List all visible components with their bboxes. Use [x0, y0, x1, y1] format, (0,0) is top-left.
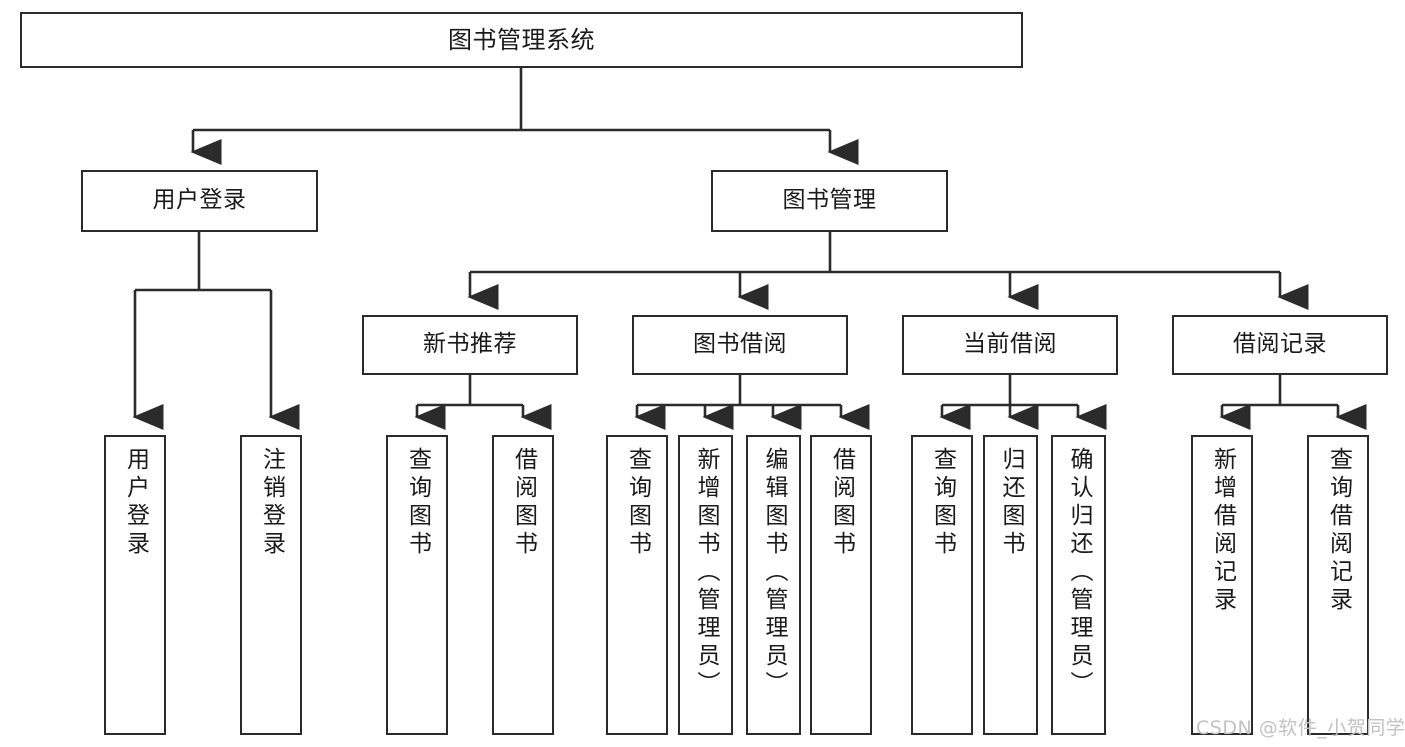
node-book-borrow[interactable]: 图书借阅	[632, 315, 848, 375]
node-label: 图书管理系统	[448, 25, 595, 54]
node-label: 借阅图书	[828, 447, 855, 559]
leaf-query-book-recommend[interactable]: 查询图书	[386, 435, 448, 735]
leaf-borrow-book-recommend[interactable]: 借阅图书	[492, 435, 554, 735]
node-label: 确认归还（管理员）	[1066, 447, 1092, 699]
node-label: 新增借阅记录	[1209, 447, 1236, 615]
node-label: 编辑图书（管理员）	[761, 447, 787, 699]
node-label: 借阅记录	[1233, 331, 1327, 358]
leaf-confirm-return-admin[interactable]: 确认归还（管理员）	[1051, 435, 1106, 735]
leaf-return-book[interactable]: 归还图书	[983, 435, 1038, 735]
node-label: 新书推荐	[423, 331, 517, 358]
node-label: 归还图书	[998, 447, 1024, 559]
node-label: 查询借阅记录	[1325, 447, 1352, 615]
node-label: 图书管理	[782, 187, 877, 214]
node-current-borrow[interactable]: 当前借阅	[902, 315, 1118, 375]
leaf-logout-login[interactable]: 注销登录	[240, 435, 302, 735]
node-user-login[interactable]: 用户登录	[81, 170, 318, 232]
leaf-query-borrow-record[interactable]: 查询借阅记录	[1307, 435, 1369, 735]
leaf-add-book-admin[interactable]: 新增图书（管理员）	[678, 435, 733, 735]
leaf-add-borrow-record[interactable]: 新增借阅记录	[1191, 435, 1253, 735]
node-label: 借阅图书	[510, 447, 537, 559]
node-root-system[interactable]: 图书管理系统	[20, 12, 1023, 68]
node-label: 注销登录	[258, 447, 285, 559]
node-label: 查询图书	[624, 447, 651, 559]
node-label: 当前借阅	[963, 331, 1057, 358]
node-label: 用户登录	[152, 187, 247, 214]
leaf-edit-book-admin[interactable]: 编辑图书（管理员）	[746, 435, 801, 735]
leaf-query-book-current[interactable]: 查询图书	[911, 435, 973, 735]
node-new-book-recommend[interactable]: 新书推荐	[362, 315, 578, 375]
leaf-query-book-borrow[interactable]: 查询图书	[606, 435, 668, 735]
leaf-user-login[interactable]: 用户登录	[104, 435, 166, 735]
node-label: 用户登录	[122, 447, 149, 559]
node-label: 查询图书	[929, 447, 956, 559]
node-book-management[interactable]: 图书管理	[711, 170, 948, 232]
leaf-borrow-book[interactable]: 借阅图书	[810, 435, 872, 735]
node-label: 图书借阅	[693, 331, 787, 358]
node-label: 新增图书（管理员）	[693, 447, 719, 699]
node-label: 查询图书	[404, 447, 431, 559]
node-borrow-record[interactable]: 借阅记录	[1172, 315, 1388, 375]
